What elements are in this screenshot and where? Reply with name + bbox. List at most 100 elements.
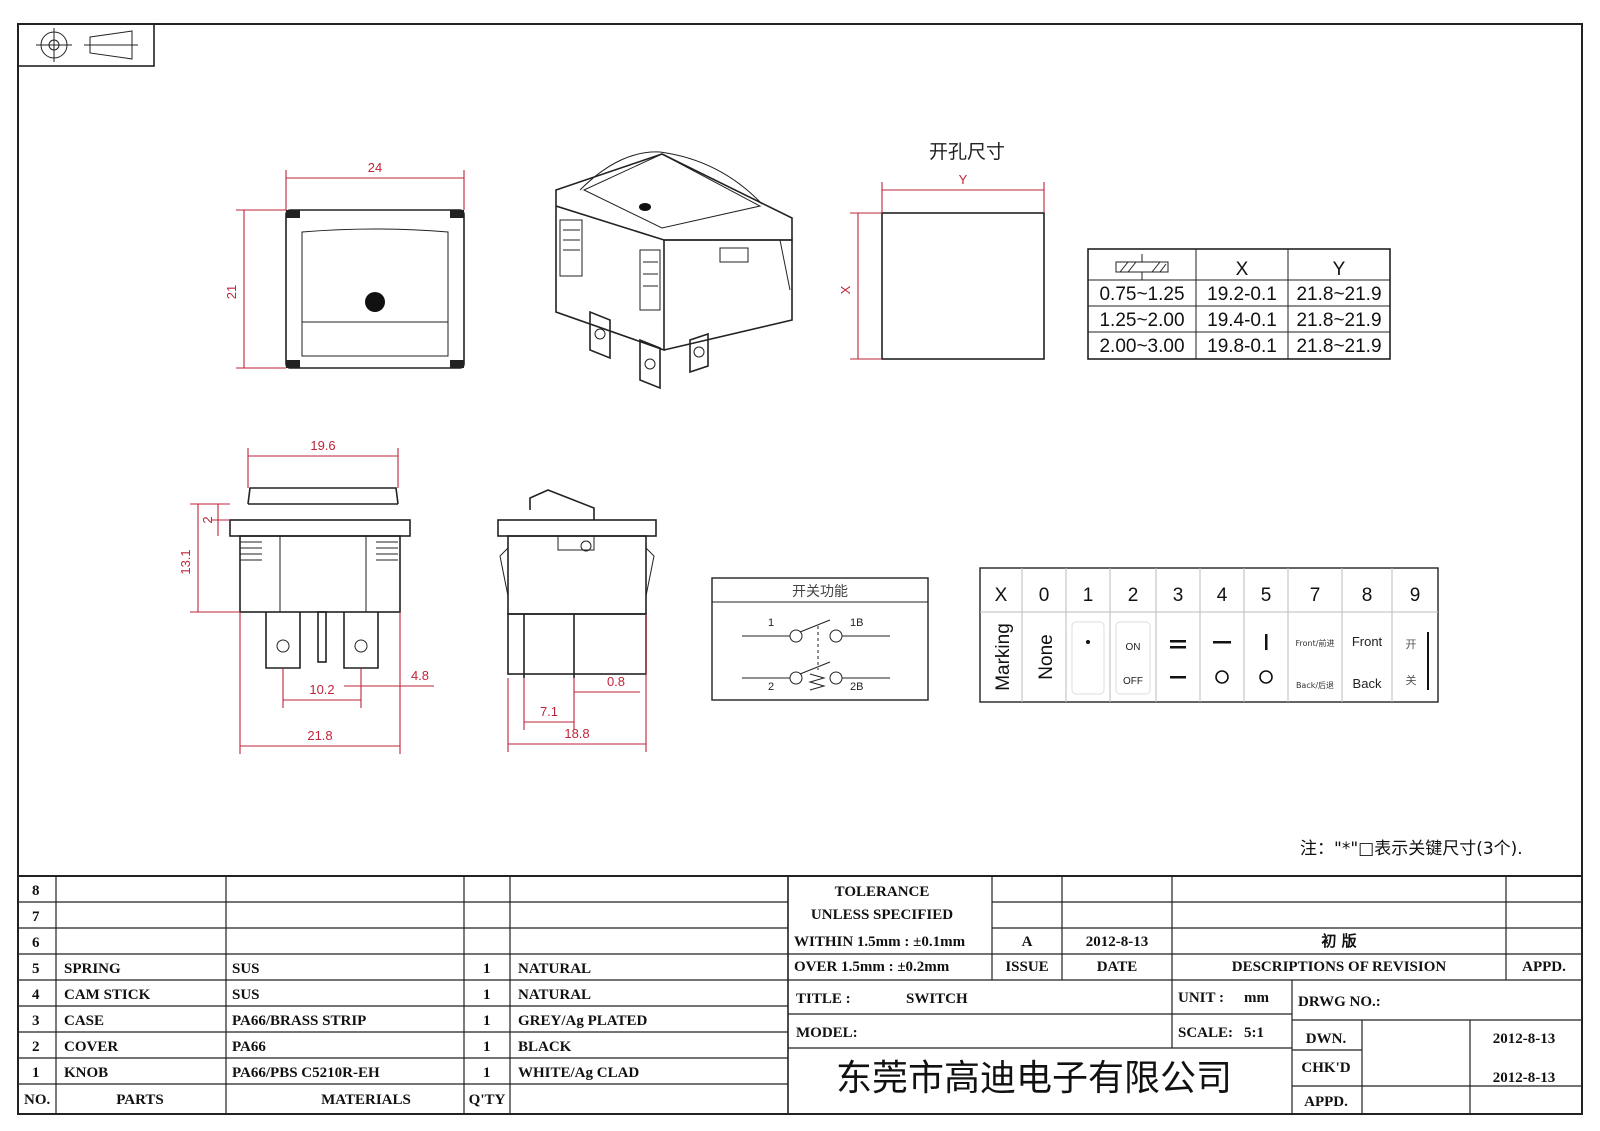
bom-no-3: 3 — [32, 1013, 40, 1029]
cutout-x-2: 19.4-0.1 — [1207, 310, 1277, 331]
chkd-label: CHK'D — [1301, 1060, 1350, 1076]
scale-label: SCALE: — [1178, 1025, 1233, 1041]
bom-finish-5: NATURAL — [518, 961, 591, 977]
circuit-label-1: 1 — [768, 617, 774, 629]
cutout-view: 开孔尺寸 Y X — [838, 141, 1045, 360]
marking-guan: 关 — [1406, 673, 1417, 687]
bom-no-6: 6 — [32, 935, 40, 951]
bom-material-1: PA66/PBS C5210R-EH — [232, 1065, 380, 1081]
bom-qty-2: 1 — [483, 1039, 491, 1055]
cutout-range-2: 1.25~2.00 — [1099, 310, 1184, 331]
bom-header-materials: MATERIALS — [321, 1092, 411, 1108]
bom-material-3: PA66/BRASS STRIP — [232, 1013, 366, 1029]
marking-row-label: Marking — [993, 623, 1014, 691]
drawing-note: 注："*"□表示关键尺寸(3个). — [1300, 839, 1523, 859]
cutout-range-1: 0.75~1.25 — [1099, 284, 1184, 305]
sheet-border — [17, 23, 1583, 1115]
scale-value: 5:1 — [1244, 1025, 1264, 1041]
drwg-no-label: DRWG NO.: — [1298, 994, 1381, 1010]
circuit-diagram: 开关功能 1 1B 2 2B — [711, 577, 929, 701]
cutout-x-3: 19.8-0.1 — [1207, 336, 1277, 357]
side-view-dimensions: 7.1 0.8 18.8 — [507, 614, 647, 752]
bom-material-5: SUS — [232, 961, 260, 977]
bom-qty-1: 1 — [483, 1065, 491, 1081]
cutout-header-x: X — [1236, 259, 1249, 280]
tolerance-line-1: TOLERANCE — [835, 884, 930, 900]
bom-header-parts: PARTS — [116, 1092, 164, 1108]
bom-part-4: CAM STICK — [64, 987, 151, 1003]
bom-finish-4: NATURAL — [518, 987, 591, 1003]
panel-thickness-icon — [1115, 254, 1169, 280]
bom-qty-3: 1 — [483, 1013, 491, 1029]
dim-body-width: 21.8 — [307, 728, 332, 743]
date-label: DATE — [1097, 959, 1138, 975]
marking-none: None — [1036, 634, 1057, 679]
bom-no-4: 4 — [32, 987, 40, 1003]
issue-value: A — [1022, 934, 1033, 950]
cutout-y-2: 21.8~21.9 — [1296, 310, 1381, 331]
cutout-x-1: 19.2-0.1 — [1207, 284, 1277, 305]
top-view — [285, 209, 465, 369]
dim-front-step: 2 — [200, 516, 215, 523]
cutout-range-3: 2.00~3.00 — [1099, 336, 1184, 357]
bom-finish-3: GREY/Ag PLATED — [518, 1013, 647, 1029]
date-value: 2012-8-13 — [1086, 934, 1149, 950]
bom-no-5: 5 — [32, 961, 40, 977]
title-label: TITLE : — [796, 991, 851, 1007]
model-label: MODEL: — [796, 1025, 858, 1041]
bom-no-7: 7 — [32, 909, 40, 925]
circuit-title: 开关功能 — [792, 584, 848, 600]
marking-front: Front — [1352, 634, 1383, 649]
bom-finish-1: WHITE/Ag CLAD — [518, 1065, 639, 1081]
bom-no-1: 1 — [32, 1065, 40, 1081]
dim-top-width: 24 — [368, 160, 382, 175]
dim-top-height: 21 — [224, 285, 239, 299]
appd-label: APPD. — [1522, 959, 1566, 975]
marking-double-line-icon — [1170, 640, 1186, 679]
marking-code-2: 2 — [1128, 585, 1139, 606]
cutout-width-label: Y — [959, 172, 968, 187]
marking-bar-circle-icon — [1213, 641, 1231, 684]
cutout-header-y: Y — [1333, 259, 1346, 280]
tolerance-within: WITHIN 1.5mm : ±0.1mm — [794, 934, 966, 950]
marking-code-5: 5 — [1261, 585, 1272, 606]
indicator-dot — [365, 292, 385, 312]
issue-label: ISSUE — [1005, 959, 1048, 975]
dim-side-pitch: 7.1 — [540, 704, 558, 719]
bom-no-8: 8 — [32, 883, 40, 899]
bom-part-3: CASE — [64, 1013, 104, 1029]
bom-table: 8 7 6 5 SPRING SUS 1 NATURAL 4 CAM STICK… — [24, 883, 647, 1108]
cutout-title: 开孔尺寸 — [929, 141, 1005, 163]
circuit-label-2b: 2B — [850, 681, 863, 693]
projection-symbol-icon — [17, 23, 155, 67]
title-value: SWITCH — [906, 991, 968, 1007]
company-name: 东莞市高迪电子有限公司 — [836, 1058, 1232, 1099]
bom-qty-4: 1 — [483, 987, 491, 1003]
marking-off: OFF — [1123, 676, 1143, 687]
dim-side-thickness: 0.8 — [607, 674, 625, 689]
circuit-label-1b: 1B — [850, 617, 863, 629]
front-view-dimensions: 19.6 13.1 2 10.2 4.8 21.8 — [178, 438, 434, 754]
side-view — [497, 489, 657, 678]
circuit-label-2: 2 — [768, 681, 774, 693]
dim-terminal-width: 4.8 — [411, 668, 429, 683]
dwn-date: 2012-8-13 — [1493, 1031, 1556, 1047]
marking-code-9: 9 — [1410, 585, 1421, 606]
bom-finish-2: BLACK — [518, 1039, 572, 1055]
appd-label-2: APPD. — [1304, 1094, 1348, 1110]
bom-part-1: KNOB — [64, 1065, 108, 1081]
isometric-view — [555, 151, 793, 390]
marking-code-3: 3 — [1173, 585, 1184, 606]
marking-back-small: Back/后退 — [1296, 680, 1334, 690]
bom-header-qty: Q'TY — [469, 1092, 506, 1108]
title-block: TOLERANCE UNLESS SPECIFIED WITHIN 1.5mm … — [794, 884, 1566, 1110]
dim-front-height: 13.1 — [178, 549, 193, 574]
marking-code-x: X — [995, 585, 1008, 606]
top-view-dimensions: 24 21 — [224, 160, 465, 369]
bom-part-5: SPRING — [64, 961, 121, 977]
dim-front-width: 19.6 — [310, 438, 335, 453]
tolerance-over: OVER 1.5mm : ±0.2mm — [794, 959, 950, 975]
revision-value: 初 版 — [1321, 932, 1356, 950]
bom-no-2: 2 — [32, 1039, 40, 1055]
